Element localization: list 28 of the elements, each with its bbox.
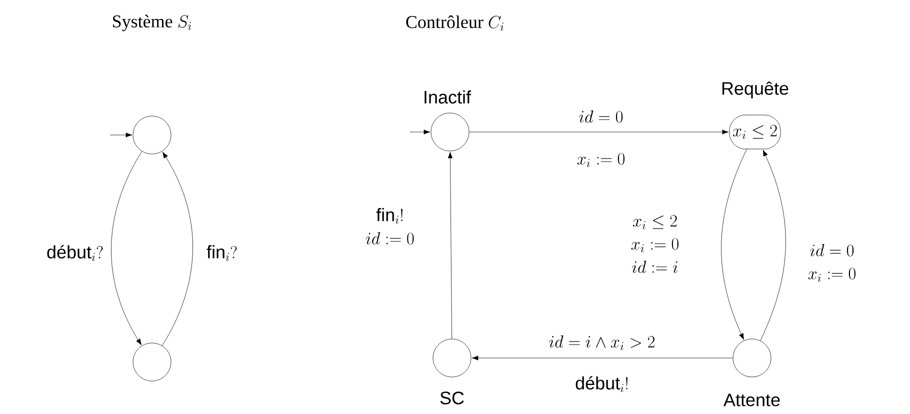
edge-label: $\begin{array}{c}id = 0\\ x_i := 0\end{array}$ [577,110,624,168]
invariant-box: $x_i \leq 2$ [729,114,781,150]
state-name: Inactif [424,90,472,104]
state-circle [132,342,172,382]
edge-label: $\text{début}_i?$ [47,245,103,262]
transition-arrow [469,130,729,134]
edge-label: $\begin{array}{c}\text{fin}_i!\\ id := 0\end{array}$ [366,208,414,244]
transition-arrow [162,152,193,346]
state-circle [432,338,472,378]
edge-label: $\begin{array}{c}x_i \leq 2\\ x_i := 0\\ id := i\end{array}$ [631,215,678,273]
heading: $\text{Système}\ S_i$ [113,14,192,32]
state-circle [132,116,172,154]
state-name: SC [440,392,464,404]
heading: $\text{Contrôleur}\ C_i$ [406,15,504,31]
transition-arrow [448,152,453,339]
initial-arrow [110,132,132,138]
edge-label: $\begin{array}{c}id = i \wedge x_i > 2\\ \text{début}_i!\end{array}$ [549,335,654,392]
edge-label: $\begin{array}{c}id = 0\\ x_i := 0\end{array}$ [808,244,856,282]
edge-label: $\text{fin}_i?$ [206,245,237,261]
transition-arrow [472,356,733,360]
state-circle [732,338,772,378]
transition-arrow [760,150,786,341]
state-circle [430,112,470,152]
state-name: Attente [724,394,780,406]
initial-arrow [410,130,430,134]
transition-arrow [111,151,142,346]
state-name: Requête [722,82,788,98]
transition-arrow [721,149,747,340]
